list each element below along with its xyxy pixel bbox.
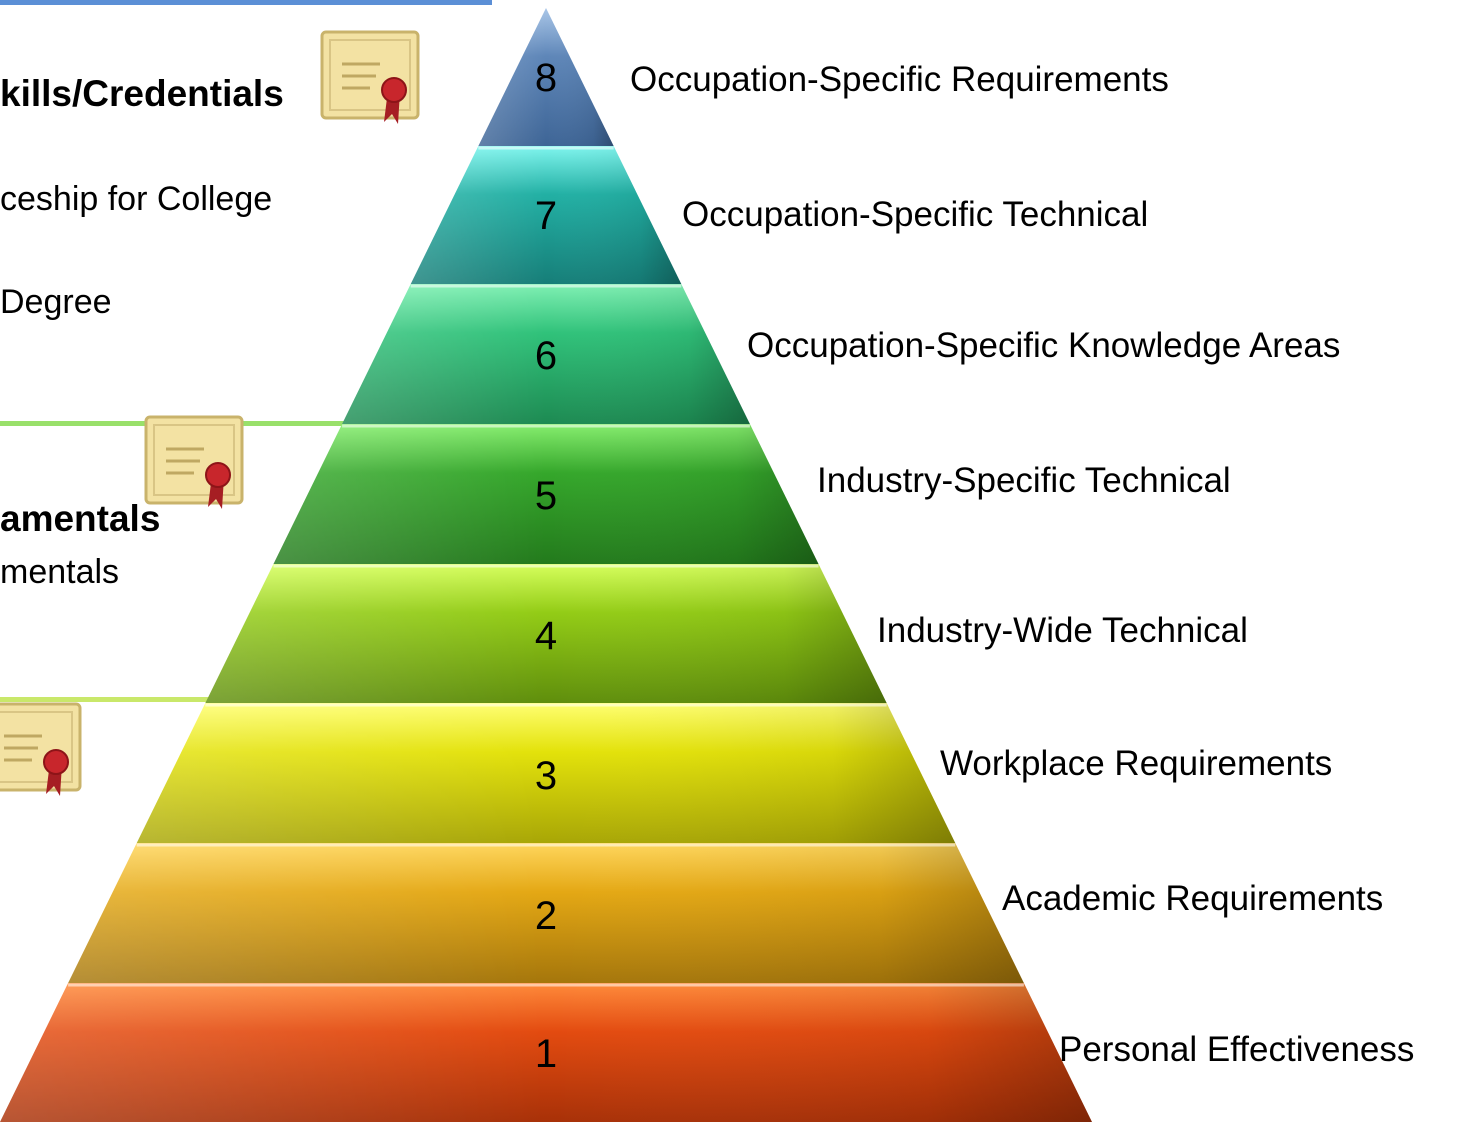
apprenticeship-line: ceship for College	[0, 180, 273, 218]
tier-7-number: 7	[534, 194, 558, 238]
tier-1-label: Personal Effectiveness	[1059, 1030, 1415, 1069]
pyramid-tier-8-shading	[478, 8, 614, 146]
tier-5-label: Industry-Specific Technical	[817, 461, 1231, 500]
credentials-heading: kills/Credentials	[0, 73, 284, 114]
pyramid-tier-7-shading	[410, 146, 682, 284]
tier-6-label: Occupation-Specific Knowledge Areas	[747, 326, 1341, 365]
top-divider	[0, 0, 492, 5]
pyramid-tier-6-shading	[342, 284, 750, 424]
pyramid-tier-5-shading	[273, 424, 819, 564]
fundamentals-line: mentals	[0, 553, 120, 591]
divider-lower	[0, 697, 220, 702]
tier-5-number: 5	[534, 474, 558, 518]
tier-3-number: 3	[534, 754, 558, 798]
certificate-icon	[320, 30, 420, 124]
certificate-icon	[0, 702, 82, 796]
tier-8-label: Occupation-Specific Requirements	[630, 60, 1169, 99]
tier-1-number: 1	[534, 1032, 558, 1076]
pyramid-tier-1-shading	[0, 983, 1092, 1122]
tier-8-number: 8	[534, 56, 558, 100]
tier-6-number: 6	[534, 334, 558, 378]
tier-2-label: Academic Requirements	[1002, 879, 1384, 918]
pyramid-tier-4-shading	[205, 564, 887, 703]
tier-7-label: Occupation-Specific Technical	[682, 195, 1149, 234]
fundamentals-heading: amentals	[0, 498, 161, 539]
degree-line: Degree	[0, 283, 112, 321]
pyramid-tier-2-shading	[68, 843, 1024, 983]
certificate-icon	[144, 415, 244, 509]
tier-4-label: Industry-Wide Technical	[877, 611, 1248, 650]
tier-3-label: Workplace Requirements	[940, 744, 1333, 783]
tier-2-number: 2	[534, 894, 558, 938]
tier-4-number: 4	[534, 614, 558, 658]
pyramid-tier-3-shading	[136, 703, 956, 843]
